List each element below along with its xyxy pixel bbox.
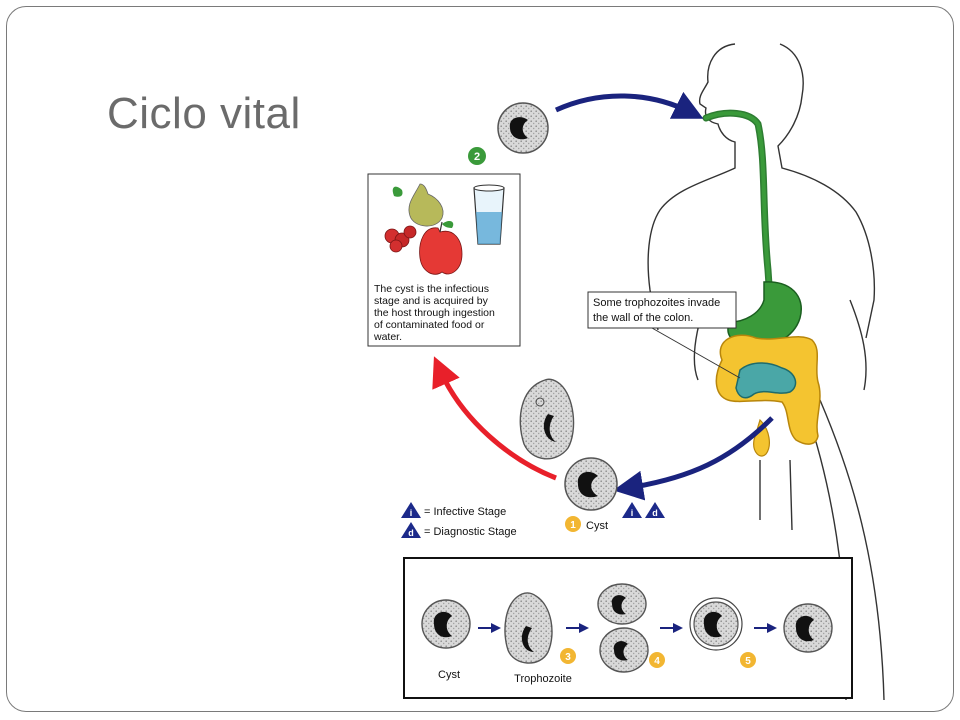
pear-icon [408, 183, 444, 227]
svg-text:4: 4 [654, 656, 660, 667]
infection-text-3: the host through ingestion [374, 307, 495, 319]
infection-text-5: water. [373, 331, 402, 343]
apple-icon [419, 227, 463, 275]
infection-text-2: stage and is acquired by [374, 295, 489, 307]
colon-wall-callout: Some trophozoites invade the wall of the… [587, 291, 741, 379]
sequence-precyst [689, 597, 743, 651]
slide-title: Ciclo vital [107, 89, 301, 138]
legend-diagnostic: = Diagnostic Stage [424, 526, 517, 538]
water-glass-icon [473, 184, 505, 245]
svg-text:d: d [408, 528, 414, 538]
cyst-ingested [497, 102, 549, 154]
human-body-outline [647, 43, 885, 701]
sequence-trophozoite-label: Trophozoite [514, 673, 572, 685]
svg-text:3: 3 [565, 652, 571, 663]
sequence-dividing-trophozoite [597, 583, 649, 673]
esophagus-inner [704, 111, 772, 302]
excretion-arrow [613, 416, 774, 501]
callout-line-1: Some trophozoites invade [593, 297, 720, 309]
raspberry-icon [384, 225, 417, 253]
cyst-passed [564, 457, 618, 511]
stage-sequence-box: Cyst Trophozoite 3 4 5 [403, 557, 853, 699]
ingestion-arrow [554, 91, 704, 119]
trophozoite-mid [519, 378, 575, 460]
infection-text-1: The cyst is the infectious [374, 283, 489, 295]
legend: i = Infective Stage d = Diagnostic Stage [401, 502, 517, 538]
step-2-badge: 2 [468, 147, 486, 165]
legend-infective: = Infective Stage [424, 506, 506, 518]
svg-text:5: 5 [745, 656, 751, 667]
svg-text:i: i [410, 508, 413, 518]
step-1-badge: 1 [565, 516, 581, 532]
small-intestine [735, 362, 797, 399]
infection-text-4: of contaminated food or [374, 319, 485, 331]
infective-badge: i [622, 502, 642, 518]
contaminated-food-box: The cyst is the infectious stage and is … [367, 173, 521, 347]
svg-text:i: i [631, 508, 634, 518]
infection-return-arrow [432, 356, 557, 481]
step-1-label: Cyst [586, 520, 608, 532]
svg-text:1: 1 [570, 520, 576, 531]
svg-text:2: 2 [474, 151, 480, 163]
svg-text:d: d [652, 508, 658, 518]
sequence-cyst-label: Cyst [438, 669, 460, 681]
diagnostic-badge: d [645, 502, 665, 518]
callout-line-2: the wall of the colon. [593, 312, 693, 324]
